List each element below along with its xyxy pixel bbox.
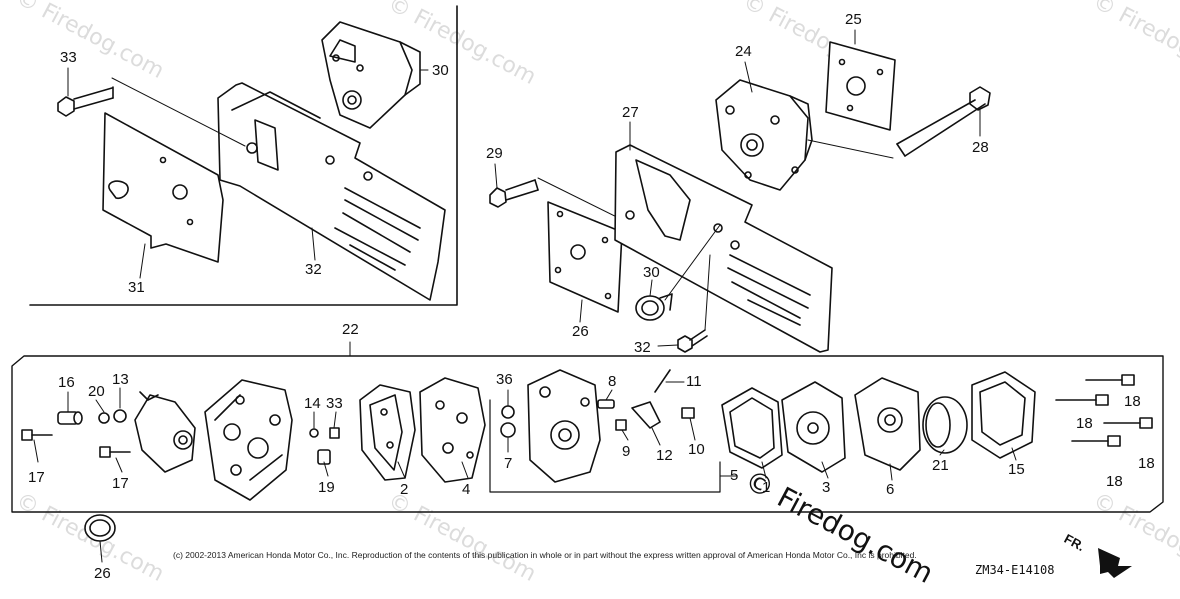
- callout-29: 30: [643, 264, 660, 281]
- part-20: [98, 412, 110, 424]
- insulator-23: [715, 79, 813, 191]
- screw-31: [677, 254, 711, 353]
- sub-frame-5: [489, 399, 721, 493]
- pin-11: [654, 369, 671, 393]
- carburetor-frame: [11, 355, 1164, 513]
- screw-10: [681, 407, 695, 419]
- callout-13: 13: [112, 371, 129, 388]
- callout-8: 8: [608, 373, 617, 390]
- leader-lines: [33, 29, 1017, 563]
- callout-7: 7: [504, 455, 513, 472]
- part-19: [317, 449, 331, 465]
- callout-2: 2: [400, 481, 409, 498]
- callout-36: 32: [305, 261, 322, 278]
- diagram-code: ZM34-E14108: [975, 563, 1055, 577]
- callout-11: 11: [686, 373, 702, 390]
- callout-35: 31: [128, 279, 145, 296]
- diaphragm-3: [781, 381, 846, 473]
- screws-18: [1055, 374, 1153, 447]
- callout-3: 3: [822, 479, 831, 496]
- part-7: [500, 422, 516, 438]
- gasket-35: [102, 112, 224, 263]
- callout-18d: 18: [1106, 473, 1123, 490]
- callout-22: 22: [342, 321, 359, 338]
- screw-17a: [21, 429, 53, 441]
- callout-20: 20: [88, 383, 105, 400]
- callout-10: 10: [688, 441, 705, 458]
- callout-19: 19: [318, 479, 335, 496]
- part-13: [113, 409, 127, 423]
- callout-1: 1: [762, 479, 771, 496]
- callout-17b: 17: [112, 475, 129, 492]
- part-14: [309, 428, 319, 438]
- callout-5: 5: [730, 467, 739, 484]
- callout-24: 25: [845, 11, 862, 28]
- callout-16: 16: [58, 374, 75, 391]
- copyright-notice: (c) 2002-2013 American Honda Motor Co., …: [173, 550, 917, 560]
- part-8: [597, 399, 615, 409]
- callout-30: 26: [94, 565, 111, 582]
- heat-plate-36: [217, 82, 446, 301]
- callout-6: 6: [886, 481, 895, 498]
- callout-4: 4: [462, 481, 471, 498]
- primer-base-15: [971, 371, 1036, 459]
- callout-34: 30: [432, 62, 449, 79]
- carburetor-body: [204, 379, 293, 501]
- plate-4: [419, 377, 486, 483]
- metering-body: [527, 369, 601, 483]
- callout-27: 28: [972, 139, 989, 156]
- bolt-27: [896, 86, 991, 157]
- callout-25: 26: [572, 323, 589, 340]
- part-33: [501, 405, 515, 419]
- bolt-37: [57, 86, 114, 117]
- callout-15: 15: [1008, 461, 1025, 478]
- callout-23: 24: [735, 43, 752, 60]
- screw-17b: [99, 446, 131, 458]
- primer-bulb-21: [922, 396, 968, 454]
- gasket-2: [359, 384, 416, 481]
- callout-21: 21: [932, 457, 949, 474]
- callout-17a: 17: [28, 469, 45, 486]
- part-9: [615, 419, 627, 431]
- gasket-24: [825, 41, 896, 131]
- callout-28: 29: [486, 145, 503, 162]
- lever-12: [631, 401, 661, 429]
- callout-18c: 18: [1138, 455, 1155, 472]
- o-ring-30: [84, 514, 116, 542]
- cover-6: [854, 377, 921, 471]
- part-32: [329, 427, 340, 439]
- gasket-25: [547, 201, 623, 313]
- choke-body: [134, 391, 196, 473]
- callout-33: 36: [496, 371, 513, 388]
- insulator-34: [321, 21, 421, 129]
- callout-18b: 18: [1076, 415, 1093, 432]
- callout-31: 32: [634, 339, 651, 356]
- part-16: [57, 411, 83, 425]
- callout-18a: 18: [1124, 393, 1141, 410]
- callout-12: 12: [656, 447, 673, 464]
- callout-26: 27: [622, 104, 639, 121]
- callout-37: 33: [60, 49, 77, 66]
- callout-32: 33: [326, 395, 343, 412]
- fr-arrow: [1098, 548, 1132, 578]
- gasket-1: [721, 387, 783, 469]
- inset-frame: [29, 5, 458, 306]
- callout-14: 14: [304, 395, 321, 412]
- callout-9: 9: [622, 443, 631, 460]
- heat-plate-26: [614, 144, 833, 353]
